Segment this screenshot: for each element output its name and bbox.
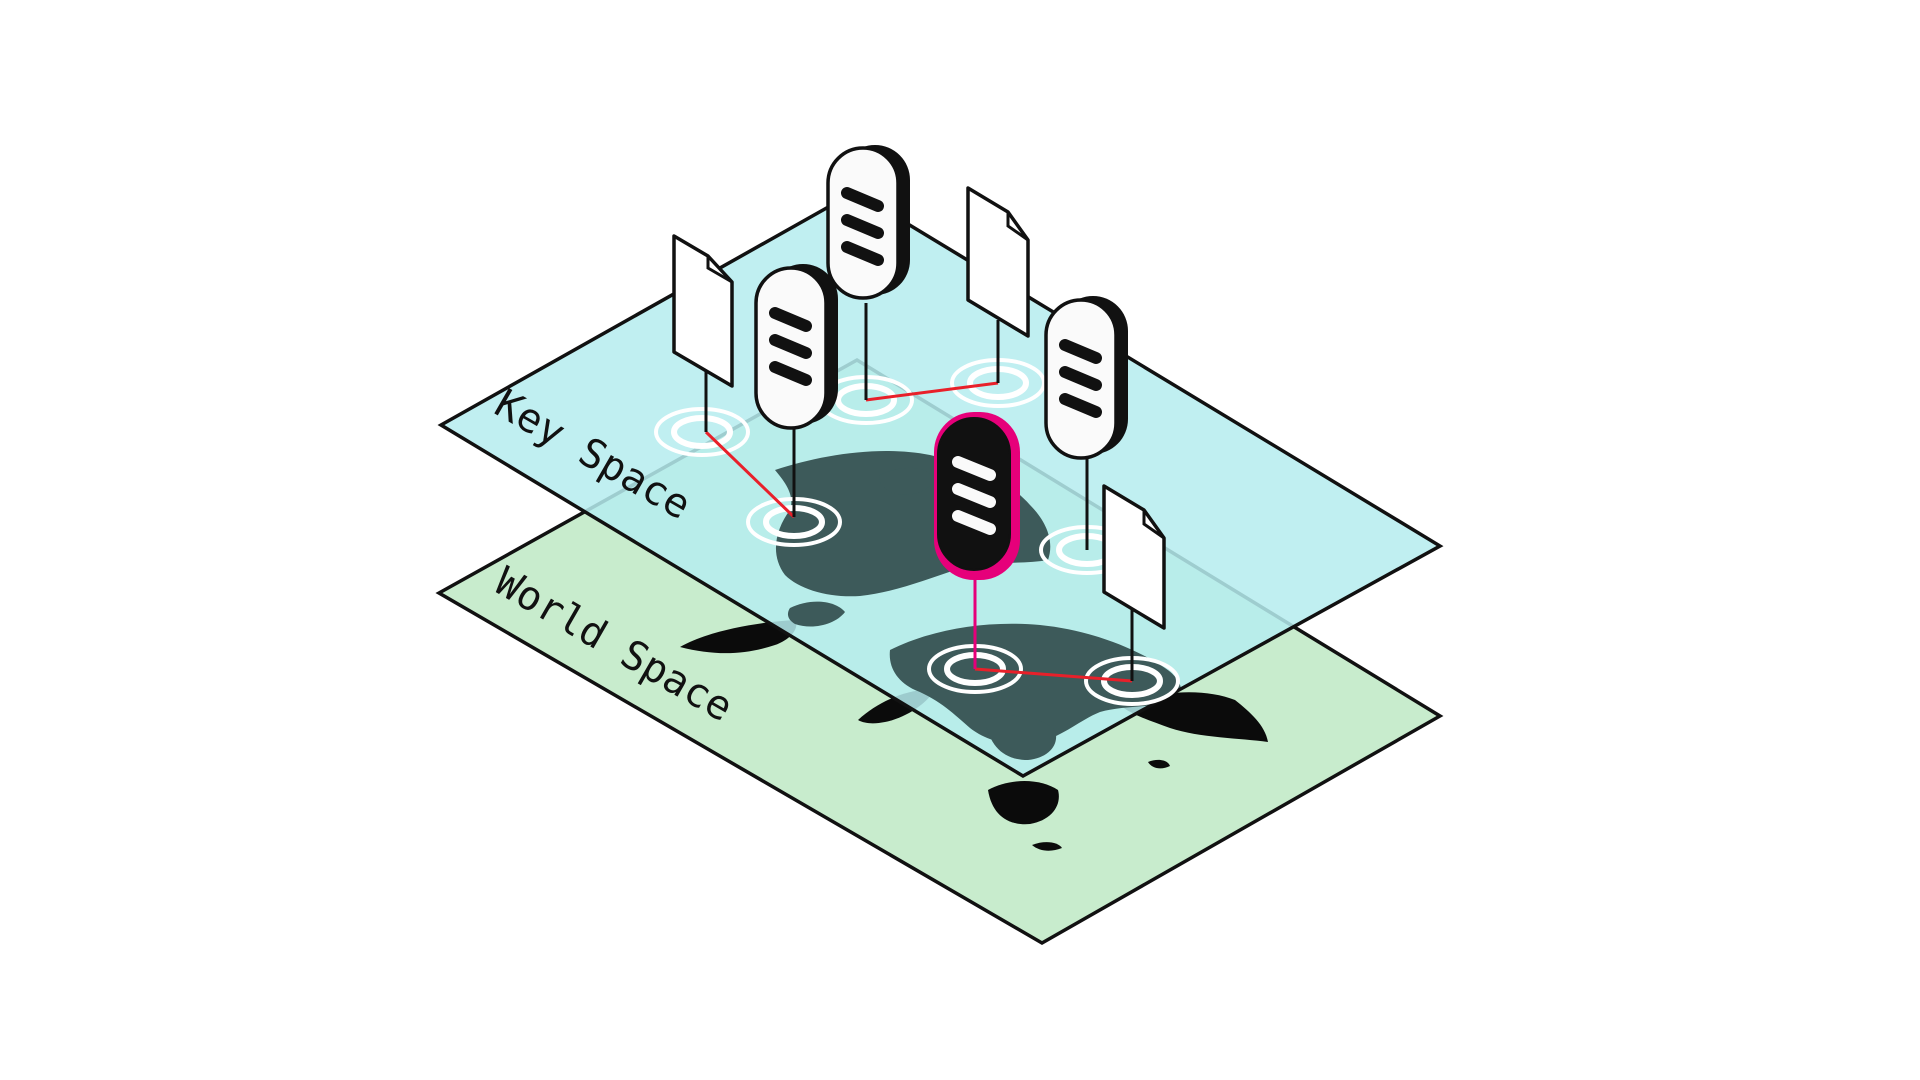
stems	[704, 303, 1134, 681]
asia-landmass	[1120, 692, 1268, 742]
south-america-landmass-upper	[787, 601, 845, 627]
small-island	[1148, 759, 1170, 769]
small-island	[1032, 842, 1062, 851]
server-icon	[1044, 296, 1128, 460]
australia-landmass	[988, 781, 1059, 825]
server-icon	[826, 145, 910, 300]
link-lines	[704, 381, 1133, 683]
south-america-landmass	[680, 620, 797, 654]
file-icon	[1102, 484, 1166, 630]
highlighted-server-icon	[934, 412, 1020, 580]
server-icon	[754, 264, 838, 430]
file-icon	[672, 234, 734, 388]
africa-landmass-upper	[985, 715, 1057, 760]
file-icon	[966, 186, 1030, 338]
world-map	[680, 620, 1268, 851]
target-ring-icon	[654, 407, 750, 457]
link-line	[865, 381, 999, 402]
link-line	[704, 430, 796, 519]
link-line	[974, 667, 1133, 683]
greenland-landmass	[879, 467, 935, 495]
